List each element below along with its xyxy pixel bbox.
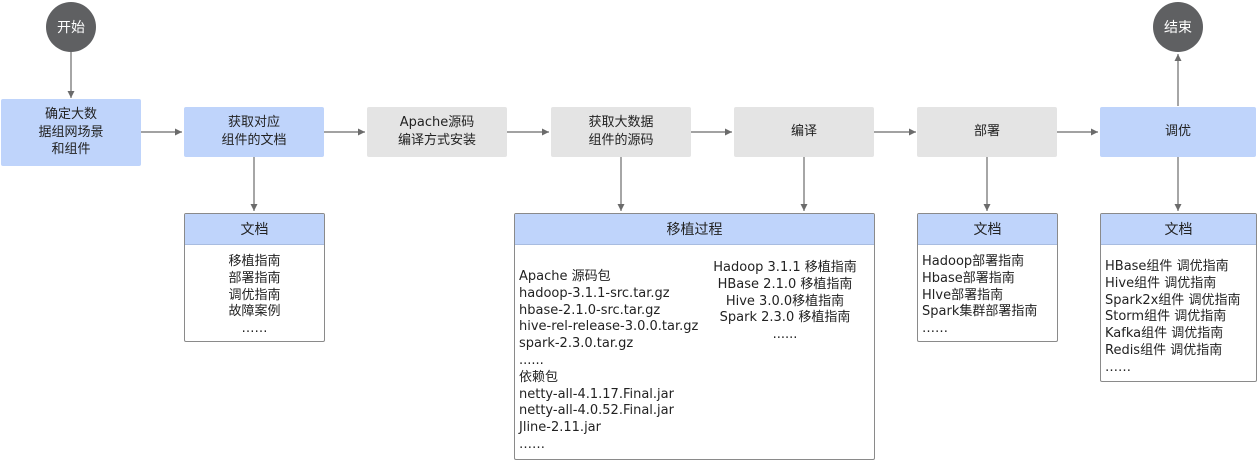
source-item: hive-rel-release-3.0.0.tar.gz [519,319,699,335]
docs-panel-title: 文档 [185,214,324,245]
tune-item: …… [1105,359,1131,375]
guide-item: Hadoop 3.1.1 移植指南 [713,260,857,275]
source-item: netty-all-4.0.52.Final.jar [519,403,674,419]
source-item: hadoop-3.1.1-src.tar.gz [519,285,670,301]
source-item: 依赖包 [519,369,559,385]
deploy-item: Hadoop部署指南 [922,254,1025,269]
porting-guide-list: Hadoop 3.1.1 移植指南 HBase 2.1.0 移植指南 Hive … [705,260,865,344]
end-node: 结束 [1153,2,1203,52]
step-apache-compile: Apache源码 编译方式安装 [367,107,507,157]
deploy-item: Hlve部署指南 [922,287,1004,303]
source-item: Jline-2.11.jar [519,420,601,436]
deploy-item: Spark集群部署指南 [922,304,1038,320]
step-determine-scenario: 确定大数 据组网场景 和组件 [1,99,141,166]
step-tune: 调优 [1100,107,1256,157]
deploy-item: Hbase部署指南 [922,270,1015,286]
source-item: netty-all-4.1.17.Final.jar [519,386,674,402]
docs-item: 部署指南 [228,270,281,286]
tune-item: Kafka组件 调优指南 [1105,326,1224,342]
tune-item: Redis组件 调优指南 [1105,342,1223,358]
docs-item: …… [241,321,268,337]
guide-item: HBase 2.1.0 移植指南 [717,276,853,292]
deploy-docs-panel: 文档 Hadoop部署指南 Hbase部署指南 Hlve部署指南 Spark集群… [917,213,1058,342]
source-item: Apache 源码包 [519,269,611,284]
deploy-item: …… [922,321,948,337]
porting-panel: 移植过程 Apache 源码包 hadoop-3.1.1-src.tar.gz … [514,213,875,460]
source-item: …… [519,436,545,452]
step-deploy: 部署 [917,107,1057,157]
docs-item: 移植指南 [228,254,281,269]
guide-item: Hive 3.0.0移植指南 [725,293,845,309]
tune-item: HBase组件 调优指南 [1105,259,1229,274]
tune-item: Storm组件 调优指南 [1105,309,1227,325]
source-item: spark-2.3.0.tar.gz [519,336,634,352]
tune-item: Spark2x组件 调优指南 [1105,292,1241,308]
docs-item: 调优指南 [228,287,281,303]
step-get-docs: 获取对应 组件的文档 [184,107,324,157]
source-item: ...... [519,352,544,368]
tune-item: Hive组件 调优指南 [1105,275,1217,291]
tune-panel-title: 文档 [1101,214,1256,245]
porting-panel-title: 移植过程 [515,214,874,245]
docs-panel: 文档 移植指南 部署指南 调优指南 故障案例 …… [184,213,325,342]
source-package-list: Apache 源码包 hadoop-3.1.1-src.tar.gz hbase… [519,269,698,454]
tuning-docs-panel: 文档 HBase组件 调优指南 Hive组件 调优指南 Spark2x组件 调优… [1100,213,1257,382]
step-get-source: 获取大数据 组件的源码 [551,107,691,157]
docs-item: 故障案例 [228,304,281,320]
step-compile: 编译 [734,107,874,157]
guide-item: Spark 2.3.0 移植指南 [719,310,851,326]
deploy-panel-title: 文档 [918,214,1057,245]
guide-item: ...... [772,327,798,343]
source-item: hbase-2.1.0-src.tar.gz [519,302,661,318]
start-node: 开始 [46,2,96,52]
